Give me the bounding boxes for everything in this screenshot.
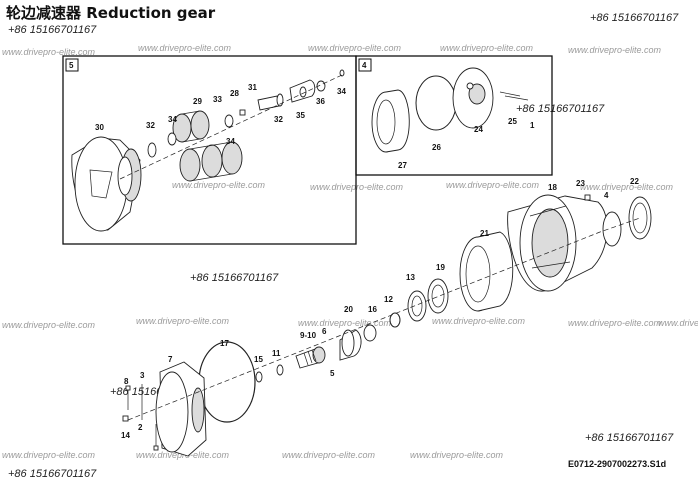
watermark: www.drivepro-elite.com	[2, 450, 96, 460]
watermark: www.drivepro-elite.com	[568, 45, 662, 55]
bearing-parts-18-22-23	[584, 194, 652, 247]
phone-number: +86 15166701167	[190, 272, 279, 284]
box-label: 4	[362, 61, 367, 70]
part-label: 26	[432, 143, 441, 152]
part-label: 8	[124, 377, 129, 386]
watermark: www.drivepro-elite.com	[432, 316, 526, 326]
part-label: 14	[121, 431, 130, 440]
part-label: 34	[226, 137, 235, 146]
thrust-washers-9-11	[255, 364, 284, 383]
watermark: www.drivepro-elite.com	[136, 316, 230, 326]
drawing-code: E0712-2907002273.S1d	[568, 459, 667, 469]
seals-13-12	[363, 312, 401, 342]
ring-gear-28	[371, 89, 410, 153]
part-label: 24	[474, 125, 483, 134]
part-label: 17	[220, 339, 229, 348]
bearings-19-21	[407, 278, 449, 322]
part-label: 13	[406, 273, 415, 282]
part-label: 25	[508, 117, 517, 126]
part-label: 5	[330, 369, 335, 378]
part-number-labels: 30 32 34 29 33 31 34 32 35 36 34 28 27 2…	[95, 83, 639, 440]
part-label: 2	[138, 423, 143, 432]
part-label: 16	[368, 305, 377, 314]
part-label: 22	[630, 177, 639, 186]
part-label: 4	[604, 191, 609, 200]
watermark: www.drivepro-elite.com	[172, 180, 266, 190]
ring-gear-4	[459, 231, 514, 312]
small-parts-box5	[147, 69, 345, 158]
part-label: 34	[337, 87, 346, 96]
sun-gear-flange-16	[339, 329, 362, 361]
part-label: 32	[146, 121, 155, 130]
part-label: 20	[344, 305, 353, 314]
phone-number: +86 15166701167	[8, 468, 97, 480]
phone-number: +86 15166701167	[516, 103, 605, 115]
page-title: 轮边减速器 Reduction gear	[6, 4, 216, 22]
watermark: www.drivepro-elite.com	[568, 318, 662, 328]
watermark: www.drivepro-elite.com	[282, 450, 376, 460]
watermark: www.drivepro-elite.com	[2, 320, 96, 330]
phone-number: +86 15166701167	[8, 24, 97, 36]
part-label: 1	[530, 121, 535, 130]
watermark: www.drivepro-elite.com	[580, 182, 674, 192]
detail-box-4: 4	[355, 55, 553, 176]
planet-gears	[172, 110, 243, 182]
ring-gear-hub-26	[452, 67, 494, 129]
watermark: www.drivepro-elite.com	[658, 318, 698, 328]
part-label: 30	[95, 123, 104, 132]
part-label: 36	[316, 97, 325, 106]
watermark: www.drivepro-elite.com	[138, 43, 232, 53]
watermark: www.drivepro-elite.com	[446, 180, 540, 190]
part-label: 35	[296, 111, 305, 120]
watermark: www.drivepro-elite.com	[136, 450, 230, 460]
part-label: 19	[436, 263, 445, 272]
watermark: www.drivepro-elite.com	[2, 47, 96, 57]
o-ring-15	[198, 341, 256, 423]
part-label: 7	[168, 355, 173, 364]
part-label: 6	[322, 327, 327, 336]
part-label: 31	[248, 83, 257, 92]
watermark: www.drivepro-elite.com	[440, 43, 534, 53]
phone-number: +86 15166701167	[590, 12, 679, 24]
hub-housing-1	[507, 194, 608, 292]
planet-carrier-housing	[71, 136, 142, 232]
part-label: 32	[274, 115, 283, 124]
watermark: www.drivepro-elite.com	[410, 450, 504, 460]
part-label: 12	[384, 295, 393, 304]
part-label: 28	[230, 89, 239, 98]
centerline-main	[127, 217, 641, 421]
part-label: 34	[168, 115, 177, 124]
bolts-2-3-7-8-14	[122, 384, 159, 451]
part-label: 11	[272, 349, 281, 358]
part-label: 18	[548, 183, 557, 192]
part-label: 21	[480, 229, 489, 238]
watermark: www.drivepro-elite.com	[308, 43, 402, 53]
part-label: 27	[398, 161, 407, 170]
part-label: 23	[576, 179, 585, 188]
sun-gear-shaft-6	[295, 346, 326, 369]
box-label: 5	[69, 61, 74, 70]
phone-number: +86 15166701167	[585, 432, 674, 444]
part-label: 9-10	[300, 331, 317, 340]
part-label: 15	[254, 355, 263, 364]
part-label: 29	[193, 97, 202, 106]
part-label: 3	[140, 371, 145, 380]
watermark: www.drivepro-elite.com	[298, 318, 392, 328]
planet-carrier-5	[155, 361, 207, 457]
snap-ring-27	[415, 75, 457, 131]
part-label: 33	[213, 95, 222, 104]
